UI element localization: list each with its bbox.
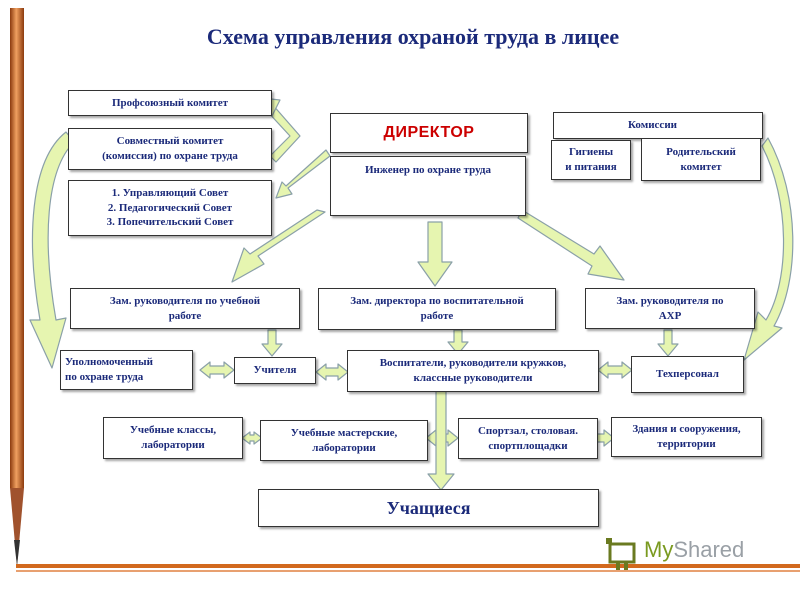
myshared-logo-icon	[606, 538, 636, 570]
deputy-admin-box: Зам. руководителя по АХР	[585, 288, 755, 329]
director-box: ДИРЕКТОР	[330, 113, 528, 153]
double-arrow-classes-workshops	[241, 431, 263, 445]
left-curved-arrow	[29, 131, 75, 369]
commissions-box: Комиссии	[553, 112, 763, 139]
safety-representative-box: Уполномоченный по охране труда	[60, 350, 193, 390]
workshops-box: Учебные мастерские, лаборатории	[260, 420, 428, 461]
trade-union-committee-box: Профсоюзный комитет	[68, 90, 272, 116]
diagram-title: Схема управления охраной труда в лицее	[206, 24, 620, 49]
parent-committee-box: Родительский комитет	[641, 138, 761, 181]
educators-box: Воспитатели, руководители кружков, класс…	[347, 350, 599, 392]
arrow-to-educators	[447, 329, 469, 355]
arrow-to-deputy-education	[231, 209, 326, 283]
right-curved-arrow	[743, 137, 794, 361]
engineer-to-councils-arrow	[275, 149, 331, 199]
teachers-box: Учителя	[234, 357, 316, 384]
buildings-box: Здания и сооружения, территории	[611, 417, 762, 457]
deputy-upbringing-box: Зам. директора по воспитательной работе	[318, 288, 556, 330]
classrooms-box: Учебные классы, лаборатории	[103, 417, 243, 459]
deputy-education-box: Зам. руководителя по учебной работе	[70, 288, 300, 329]
joint-committee-box: Совместный комитет (комиссия) по охране …	[68, 128, 272, 170]
hygiene-nutrition-box: Гигиены и питания	[551, 140, 631, 180]
myshared-watermark: MyShared	[644, 537, 745, 562]
arrow-to-deputy-upbringing	[417, 221, 453, 287]
safety-engineer-box: Инженер по охране труда	[330, 156, 526, 216]
arrow-to-students	[427, 389, 455, 491]
double-arrow-teachers-educators	[315, 363, 349, 381]
arrow-to-tech-staff	[657, 329, 679, 357]
double-arrow-rep-teachers	[199, 361, 235, 379]
students-box: Учащиеся	[258, 489, 599, 527]
gym-canteen-box: Спортзал, столовая. спортплощадки	[458, 418, 598, 459]
councils-box: 1. Управляющий Совет 2. Педагогический С…	[68, 180, 272, 236]
tech-staff-box: Техперсонал	[631, 356, 744, 393]
double-arrow-educators-tech	[597, 361, 633, 379]
arrow-to-teachers	[261, 329, 283, 357]
arrow-to-deputy-admin	[517, 209, 625, 281]
